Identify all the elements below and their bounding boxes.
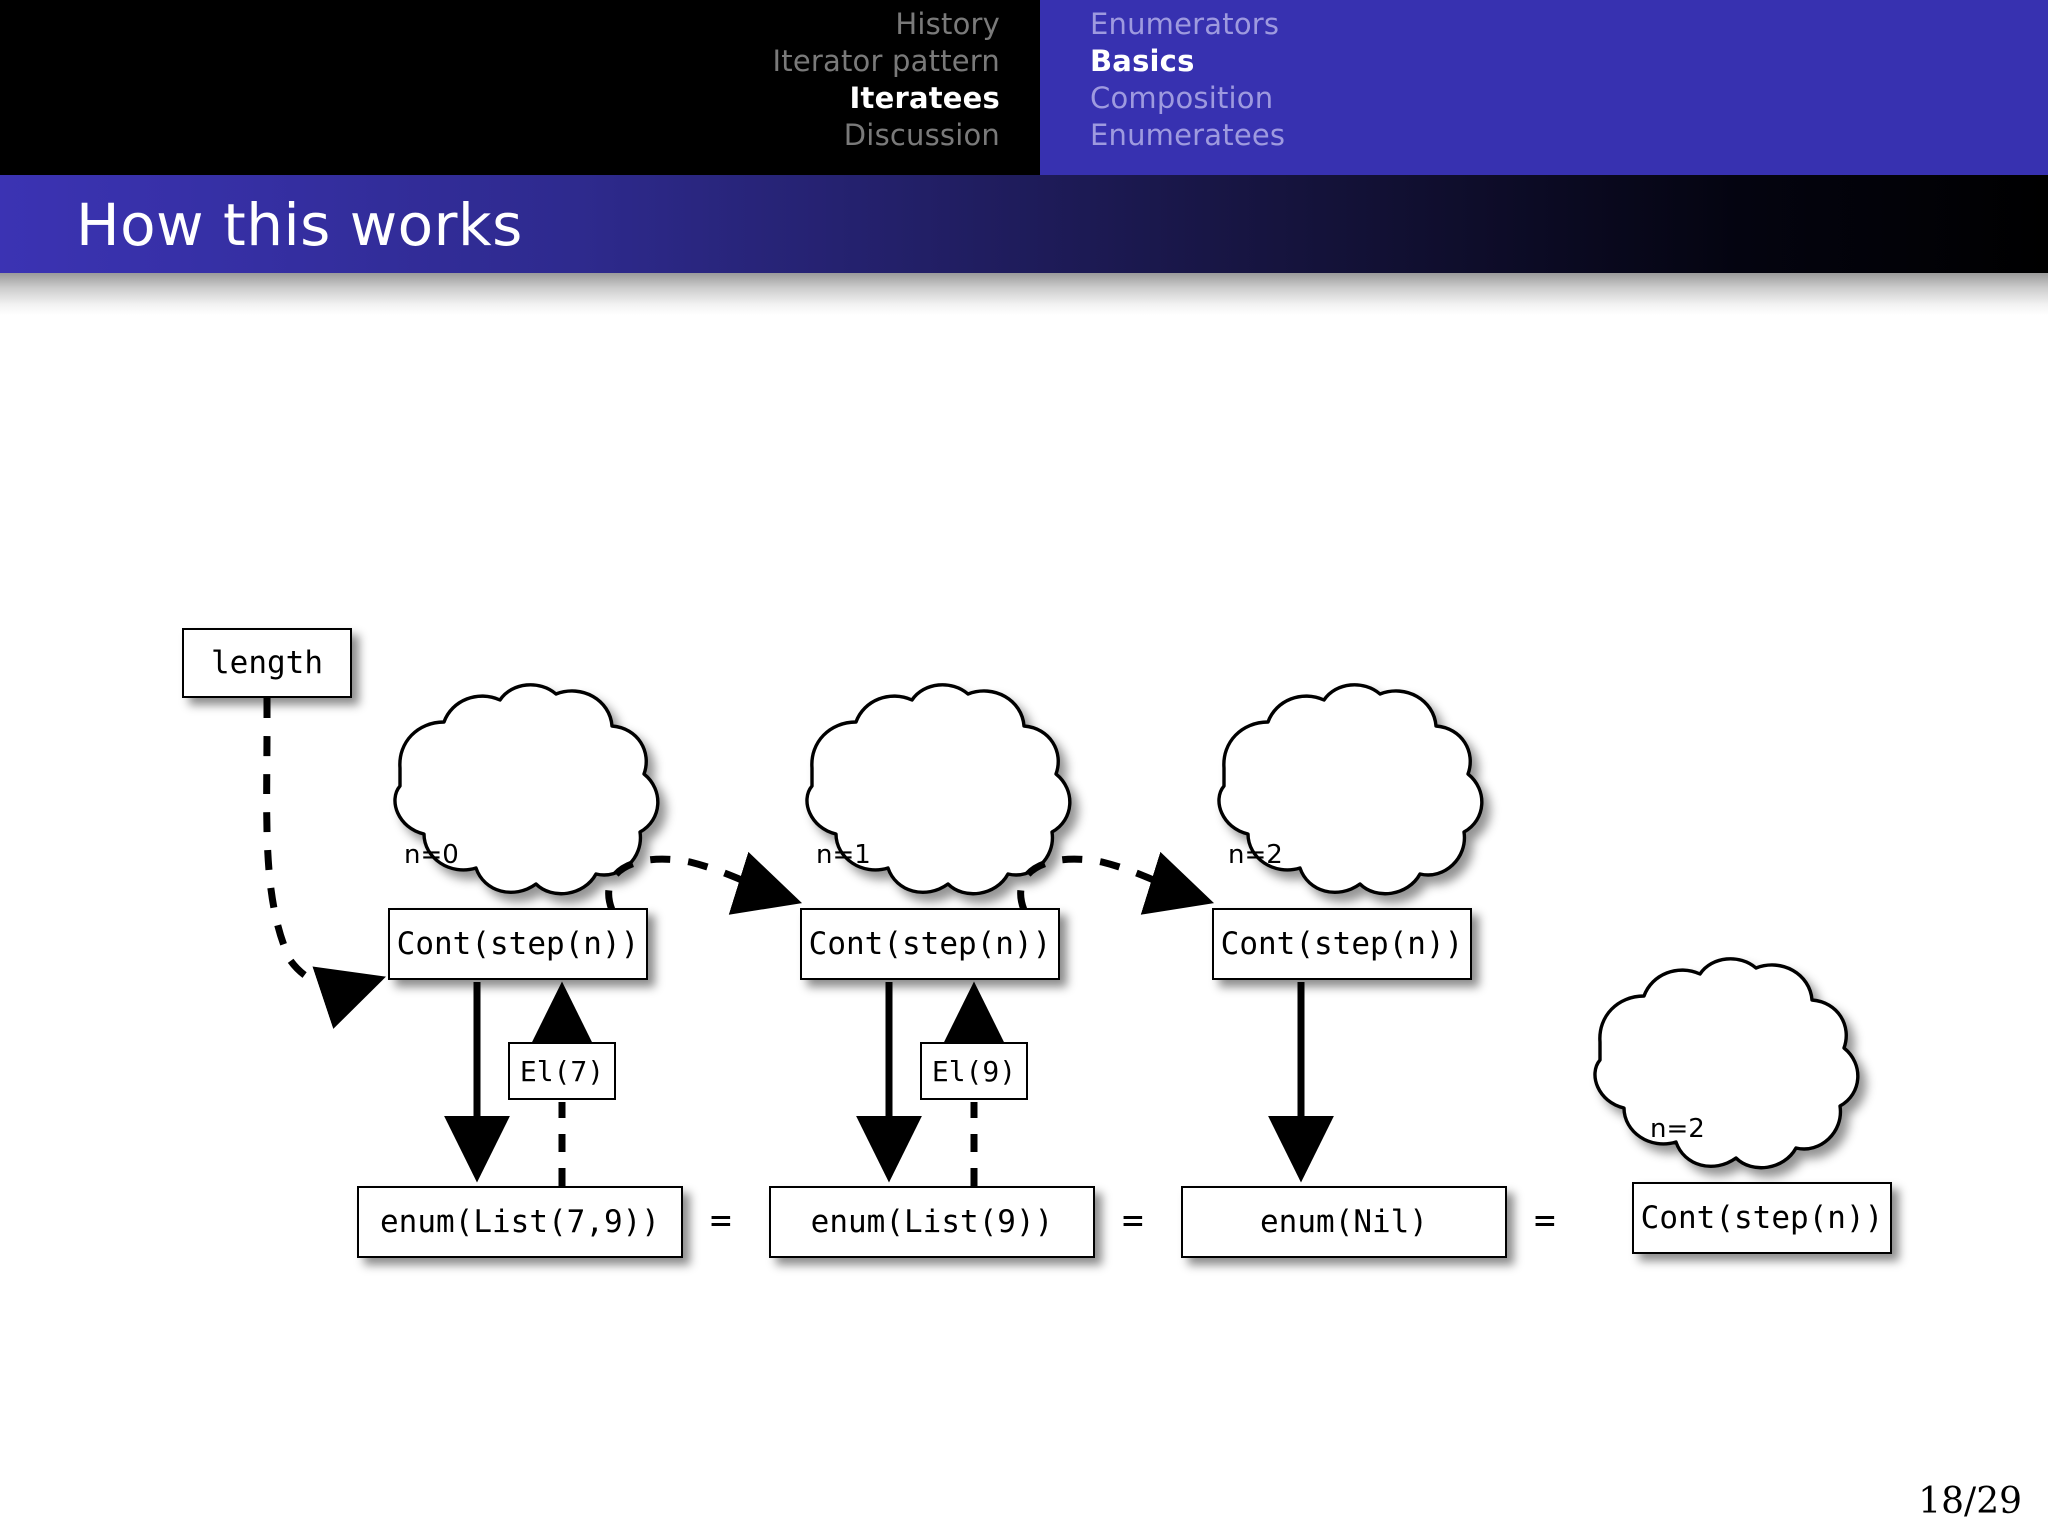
nav-item-basics[interactable]: Basics (1090, 44, 1195, 78)
node-enum-list-9[interactable]: enum(List(9)) (769, 1186, 1095, 1258)
nav-item-enumeratees[interactable]: Enumeratees (1090, 118, 1286, 152)
nav-item-discussion[interactable]: Discussion (843, 118, 1000, 152)
node-length[interactable]: length (182, 628, 352, 698)
cloud-label-1: n=1 (816, 840, 871, 870)
cloud-label-2: n=2 (1228, 840, 1283, 870)
nav-item-composition[interactable]: Composition (1090, 81, 1274, 115)
nav-item-enumerators[interactable]: Enumerators (1090, 7, 1280, 41)
arrow-cont1-to-cloud2 (1017, 851, 1215, 915)
nav-section-right: Enumerators Basics Composition Enumerate… (1040, 0, 2048, 175)
cloud-shape-3 (1593, 957, 1860, 1170)
nav-item-iteratees[interactable]: Iteratees (849, 81, 1000, 115)
title-bar-shadow-fade (0, 273, 2048, 315)
nav-item-history[interactable]: History (895, 7, 1000, 41)
node-el-9[interactable]: El(9) (920, 1042, 1028, 1100)
node-cont-step-1[interactable]: Cont(step(n)) (800, 908, 1060, 980)
top-navigation-bar: History Iterator pattern Iteratees Discu… (0, 0, 2048, 175)
arrow-length-to-cont0 (263, 698, 386, 1029)
node-cont-step-0[interactable]: Cont(step(n)) (388, 908, 648, 980)
equals-sign-2: = (1534, 1200, 1556, 1241)
slide-title-bar: How this works (0, 175, 2048, 273)
nav-item-iterator-pattern[interactable]: Iterator pattern (772, 44, 1000, 78)
node-enum-nil[interactable]: enum(Nil) (1181, 1186, 1507, 1258)
node-cont-step-2[interactable]: Cont(step(n)) (1212, 908, 1472, 980)
page-number: 18/29 (1918, 1481, 2022, 1522)
page-title: How this works (76, 191, 523, 259)
equals-sign-0: = (710, 1200, 732, 1241)
equals-sign-1: = (1122, 1200, 1144, 1241)
nav-section-left: History Iterator pattern Iteratees Discu… (0, 0, 1040, 175)
node-enum-list-7-9[interactable]: enum(List(7,9)) (357, 1186, 683, 1258)
node-cont-step-3[interactable]: Cont(step(n)) (1632, 1182, 1892, 1254)
nav-column-subsections: Enumerators Basics Composition Enumerate… (1090, 6, 1285, 154)
cloud-label-0: n=0 (404, 840, 459, 870)
node-el-7[interactable]: El(7) (508, 1042, 616, 1100)
arrow-cont0-to-cloud1 (605, 851, 803, 915)
nav-column-outline: History Iterator pattern Iteratees Discu… (773, 6, 1000, 154)
cloud-label-3: n=2 (1650, 1114, 1705, 1144)
